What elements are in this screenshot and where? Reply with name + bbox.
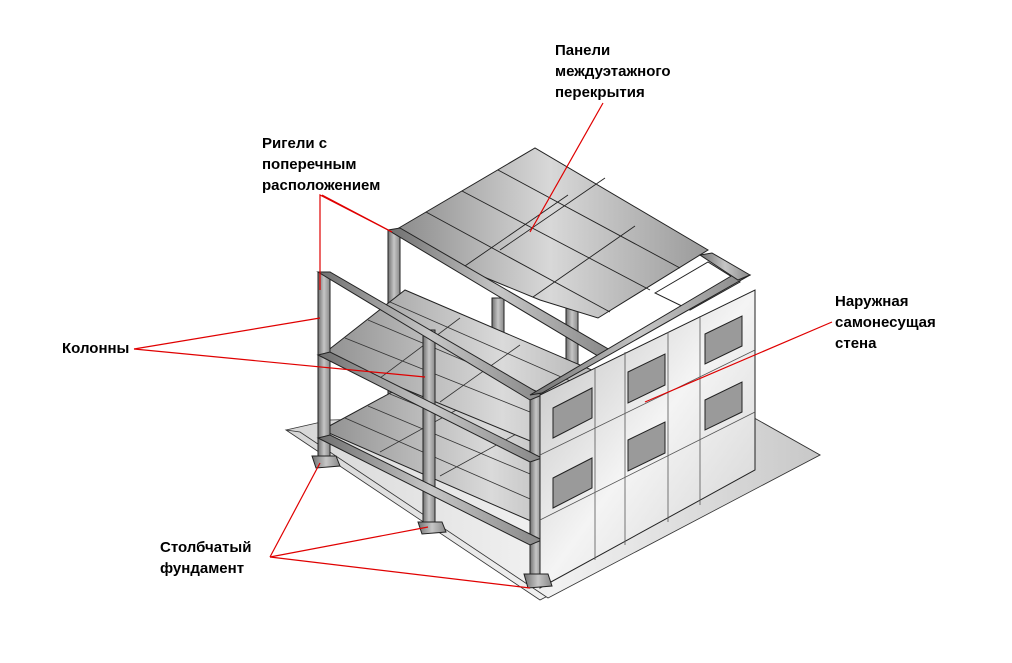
- roof-panel-joints: [425, 169, 681, 313]
- top-beams: [386, 227, 752, 396]
- label-foundation: Столбчатый фундамент: [160, 537, 251, 579]
- label-line: Наружная: [835, 293, 909, 310]
- leader-lines: [133, 102, 833, 589]
- label-line: Ригели с: [262, 135, 328, 152]
- label-line: Колонны: [62, 340, 130, 357]
- roof-opening: [653, 261, 741, 311]
- label-line: междуэтажного: [555, 63, 671, 80]
- label-transverse-beams: Ригели с поперечным расположением: [262, 133, 380, 196]
- front-beams: [316, 271, 544, 546]
- label-columns: Колонны: [62, 339, 129, 358]
- label-line: Панели: [555, 42, 611, 59]
- wall-windows: [552, 315, 743, 509]
- label-line: перекрытия: [555, 84, 645, 101]
- label-line: самонесущая: [835, 314, 936, 331]
- label-line: фундамент: [160, 560, 245, 577]
- label-line: стена: [835, 335, 877, 352]
- wall-panel-joints: [539, 316, 756, 560]
- label-exterior-wall: Наружная самонесущая стена: [835, 291, 936, 354]
- label-line: Столбчатый: [160, 539, 252, 556]
- label-line: расположением: [262, 177, 381, 194]
- label-floor-slabs: Панели междуэтажного перекрытия: [555, 40, 671, 103]
- label-line: поперечным: [262, 156, 357, 173]
- foundation-footings: [311, 455, 553, 589]
